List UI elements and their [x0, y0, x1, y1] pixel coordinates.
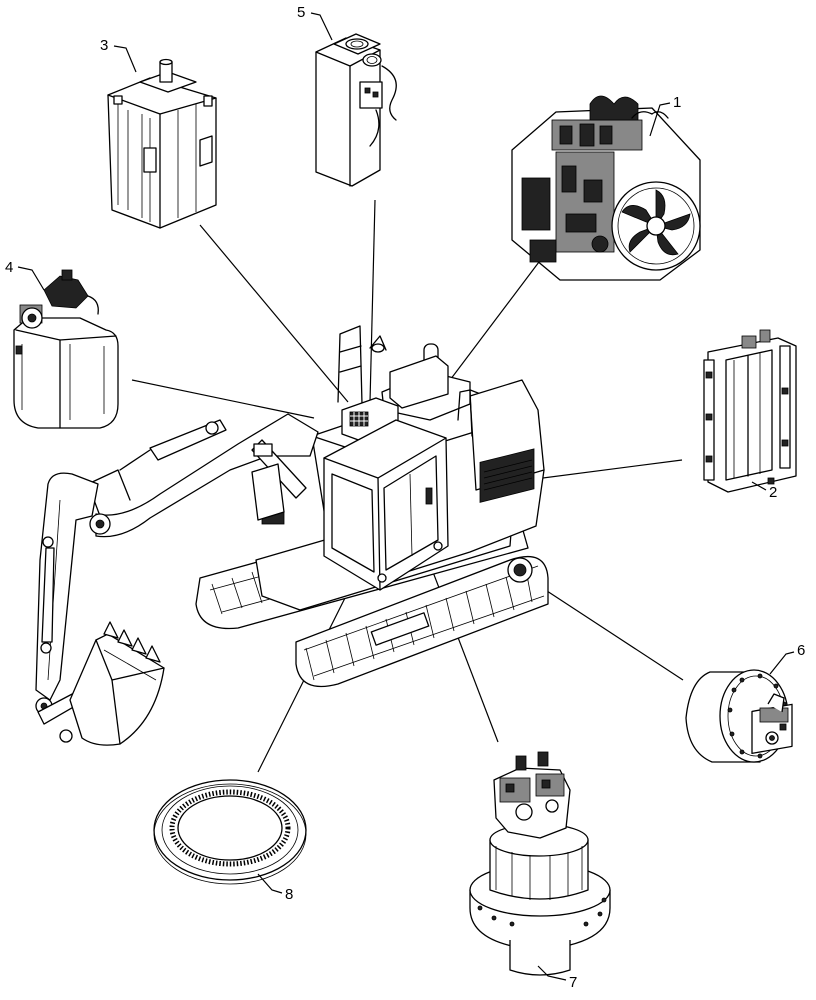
bucket	[69, 621, 165, 746]
callout-tick-2	[751, 481, 767, 491]
air-cleaner-part	[315, 33, 397, 187]
engine-grille	[479, 448, 535, 503]
callout-5: 5	[297, 4, 305, 21]
callout-2: 2	[769, 484, 777, 501]
engine-part	[511, 95, 701, 281]
callout-tick-8	[257, 873, 283, 894]
callout-tick-7	[537, 965, 567, 981]
swing-bearing-ring-part	[153, 779, 307, 885]
callout-tick-4	[17, 266, 45, 291]
hydraulic-tank-part	[107, 58, 217, 229]
travel-motor-part	[685, 669, 793, 763]
callout-7: 7	[569, 974, 577, 991]
fuel-tank-part	[13, 269, 119, 429]
radiator-part	[703, 329, 797, 493]
leader-line-5	[369, 199, 376, 403]
callout-tick-1	[649, 102, 671, 137]
swing-motor-part	[469, 751, 611, 976]
callout-1: 1	[673, 94, 681, 111]
callout-6: 6	[797, 642, 805, 659]
callout-3: 3	[100, 37, 108, 54]
leader-line-3	[199, 224, 349, 403]
callout-4: 4	[5, 259, 13, 276]
leader-line-1	[434, 249, 549, 401]
callout-tick-3	[113, 45, 137, 73]
boom	[87, 413, 319, 538]
leader-line-4	[131, 379, 315, 419]
excavator-machine	[35, 325, 549, 746]
front-track	[295, 555, 549, 688]
operator-cab	[323, 419, 449, 591]
arm	[35, 472, 99, 743]
callout-8: 8	[285, 886, 293, 903]
callout-tick-5	[310, 12, 333, 41]
callout-tick-6	[769, 651, 795, 675]
callouts: 1 2 3 4 5 6 7 8	[5, 4, 805, 991]
